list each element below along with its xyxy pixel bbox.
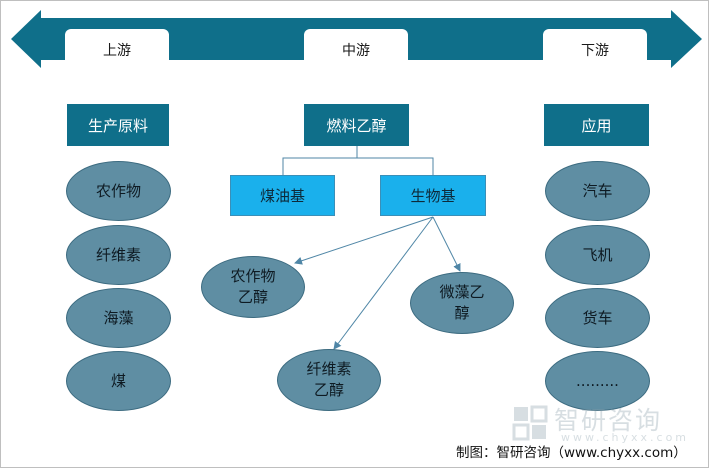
downstream-item: 汽车 [545,161,650,221]
product-crop-ethanol: 农作物乙醇 [201,256,305,318]
stage-tab-midstream: 中游 [304,29,408,71]
upstream-item: 农作物 [66,161,171,221]
upstream-item: 煤 [66,351,171,411]
product-microalgae-ethanol: 微藻乙醇 [410,272,514,334]
branch-kerosene-based: 煤油基 [230,175,335,216]
arrow-to-microalgae-ethanol [432,216,461,272]
source-credit: 制图：智研咨询（www.chyxx.com） [456,445,687,461]
arrow-to-cellulose-ethanol [333,216,434,350]
downstream-item: ......... [545,351,650,411]
branch-bio-based: 生物基 [380,175,486,216]
stage-tab-upstream: 上游 [65,29,169,71]
arrow-to-crop-ethanol [294,216,434,265]
downstream-item: 飞机 [545,225,650,285]
connector-to-branches [282,157,434,175]
downstream-item: 货车 [545,288,650,348]
upstream-header: 生产原料 [67,104,169,146]
stage-tab-downstream: 下游 [543,29,647,71]
product-cellulose-ethanol: 纤维素乙醇 [277,349,381,411]
downstream-header: 应用 [544,104,649,146]
midstream-header: 燃料乙醇 [304,104,409,146]
upstream-item: 纤维素 [66,225,171,285]
upstream-item: 海藻 [66,288,171,348]
